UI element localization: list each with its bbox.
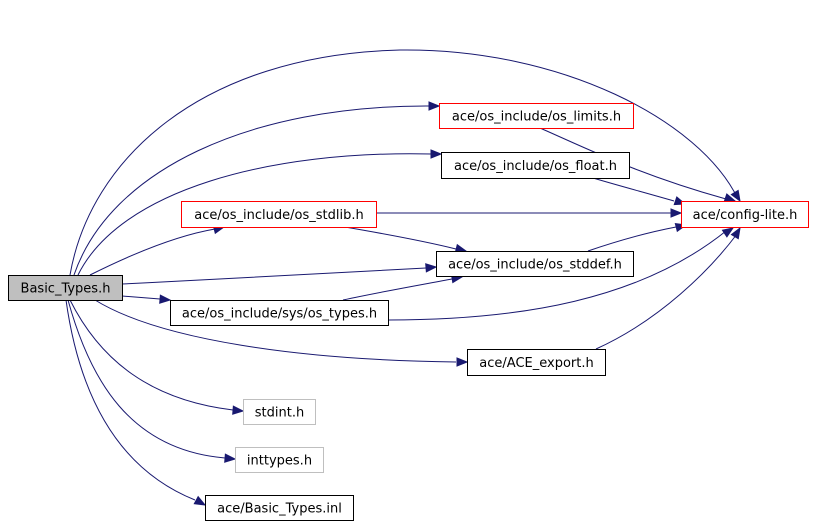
- edge-line: [344, 226, 457, 250]
- node-label: ace/os_include/os_stdlib.h: [194, 208, 363, 223]
- node-box: [205, 495, 354, 521]
- edge-basic_types_h-to-ace_export_h: [94, 299, 469, 367]
- node-label: ace/os_include/os_limits.h: [452, 110, 621, 125]
- node-label: ace/Basic_Types.inl: [217, 502, 342, 517]
- edge-line: [595, 233, 738, 350]
- edge-basic_types_h-to-os_stddef_h: [121, 263, 438, 285]
- edge-line: [592, 177, 675, 202]
- node-inttypes-h: inttypes.h: [235, 447, 324, 473]
- node-basic-types-inl[interactable]: ace/Basic_Types.inl: [205, 495, 354, 521]
- arrowhead-icon: [232, 405, 245, 415]
- edge-os_types_h-to-config_lite_h: [387, 227, 735, 321]
- node-box: [441, 152, 630, 179]
- node-label: ace/config-lite.h: [693, 208, 798, 223]
- arrowhead-icon: [428, 101, 441, 111]
- edge-line: [89, 228, 216, 276]
- arrowhead-icon: [425, 263, 438, 273]
- edge-line: [342, 278, 453, 301]
- edge-line: [67, 299, 226, 459]
- edge-basic_types_h-to-os_float_h: [77, 149, 443, 276]
- node-os-limits-h[interactable]: ace/os_include/os_limits.h: [439, 103, 634, 129]
- node-box: [467, 349, 606, 376]
- node-os-float-h[interactable]: ace/os_include/os_float.h: [441, 152, 630, 179]
- edge-line: [77, 153, 433, 276]
- node-box: [235, 447, 324, 473]
- nodes-layer: Basic_Types.h ace/os_include/os_limits.ha…: [8, 103, 809, 521]
- node-ace-export-h[interactable]: ace/ACE_export.h: [467, 349, 606, 376]
- node-os-stdlib-h[interactable]: ace/os_include/os_stdlib.h: [181, 201, 377, 228]
- edge-line: [94, 299, 457, 363]
- edge-line: [73, 105, 431, 276]
- node-os-types-h[interactable]: ace/os_include/sys/os_types.h: [170, 300, 389, 326]
- edge-line: [65, 299, 196, 501]
- edge-os_stdlib_h-to-os_stddef_h: [344, 226, 468, 254]
- node-os-stddef-h[interactable]: ace/os_include/os_stddef.h: [436, 251, 634, 277]
- edge-basic_types_h-to-basic_types_inl: [65, 299, 207, 506]
- arrowhead-icon: [670, 208, 683, 218]
- arrowhead-icon: [730, 189, 741, 203]
- node-label: ace/os_include/os_float.h: [454, 159, 617, 174]
- node-basic-types-h: Basic_Types.h: [8, 275, 123, 301]
- edge-basic_types_h-to-os_limits_h: [73, 101, 441, 276]
- node-stdint-h: stdint.h: [243, 399, 316, 425]
- node-config-lite-h[interactable]: ace/config-lite.h: [681, 201, 809, 228]
- edge-basic_types_h-to-os_types_h: [121, 294, 172, 304]
- node-label: inttypes.h: [247, 454, 312, 469]
- arrowhead-icon: [430, 149, 443, 159]
- node-label: ace/ACE_export.h: [479, 356, 593, 371]
- arrowhead-icon: [456, 357, 469, 367]
- edge-line: [121, 295, 161, 300]
- node-box: [181, 201, 377, 228]
- edge-ace_export_h-to-config_lite_h: [595, 226, 741, 350]
- edge-line: [69, 299, 234, 411]
- node-box: [436, 251, 634, 277]
- edge-os_stddef_h-to-config_lite_h: [587, 222, 688, 252]
- node-label: stdint.h: [255, 406, 304, 421]
- edge-basic_types_h-to-config_lite_h: [69, 49, 741, 276]
- edge-basic_types_h-to-inttypes_h: [67, 299, 237, 463]
- edge-os_types_h-to-os_stddef_h: [342, 274, 464, 301]
- edges-layer: [65, 49, 741, 506]
- edge-os_stdlib_h-to-config_lite_h: [376, 208, 683, 218]
- edge-line: [121, 267, 427, 285]
- edge-basic_types_h-to-stdint_h: [69, 299, 245, 415]
- edge-line: [587, 226, 677, 252]
- node-label: ace/os_include/sys/os_types.h: [182, 307, 377, 322]
- arrowhead-icon: [224, 453, 237, 463]
- arrowhead-icon: [721, 227, 735, 238]
- node-box: [439, 103, 634, 129]
- node-box: [170, 300, 389, 326]
- node-box: [243, 399, 316, 425]
- node-label: Basic_Types.h: [21, 282, 111, 297]
- node-box: [8, 275, 123, 301]
- node-label: ace/os_include/os_stddef.h: [448, 258, 622, 273]
- node-box: [681, 201, 809, 228]
- arrowhead-icon: [159, 294, 172, 304]
- edge-line: [387, 230, 727, 321]
- edge-basic_types_h-to-os_stdlib_h: [89, 224, 226, 276]
- edge-line: [69, 49, 739, 276]
- arrowhead-icon: [730, 226, 741, 240]
- arrowhead-icon: [193, 495, 207, 506]
